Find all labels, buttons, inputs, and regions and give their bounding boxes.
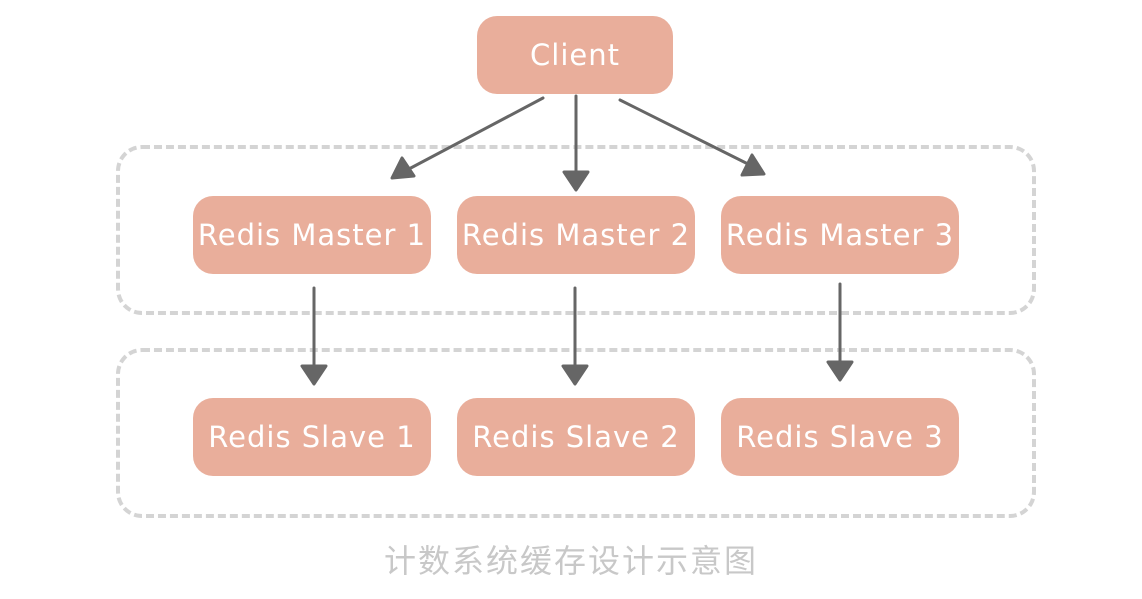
- redis-master-3-node: Redis Master 3: [721, 196, 959, 274]
- diagram-caption: 计数系统缓存设计示意图: [383, 542, 758, 580]
- redis-slave-3-node: Redis Slave 3: [721, 398, 959, 476]
- redis-master-1-node: Redis Master 1: [193, 196, 431, 274]
- redis-master-2-node: Redis Master 2: [457, 196, 695, 274]
- redis-slave-1-node: Redis Slave 1: [193, 398, 431, 476]
- client-node: Client: [477, 16, 673, 94]
- redis-slave-2-node: Redis Slave 2: [457, 398, 695, 476]
